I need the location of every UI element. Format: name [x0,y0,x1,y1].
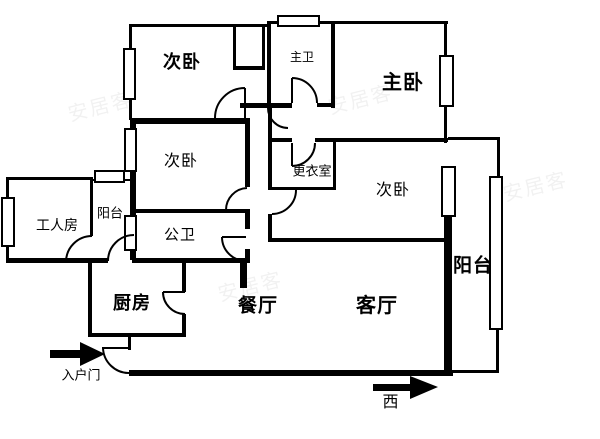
window-marker [1,197,15,247]
door-arc [271,189,297,215]
window-marker [277,15,320,27]
entrance-label: 入户门 [61,367,101,383]
wall-segment [245,249,250,262]
window-marker [489,176,503,330]
wall-segment [130,118,250,124]
room-label-dressing-room: 更衣室 [292,163,332,179]
window-marker [123,48,136,100]
wall-segment [268,238,448,242]
room-label-dining-room: 餐厅 [237,295,279,317]
room-label-bedroom-top: 次卧 [163,52,201,72]
wall-segment [8,177,92,180]
door-arc [102,347,130,374]
door-arc [291,142,316,167]
door-arc [267,107,289,129]
wall-segment [130,118,136,260]
room-label-master-bathroom: 主卫 [289,50,315,64]
wall-segment [130,209,250,213]
door-arc [107,234,135,262]
room-label-public-bathroom: 公卫 [163,226,197,244]
wall-segment [90,177,93,236]
wall-segment [268,21,448,24]
wall-segment [315,138,448,142]
wall-segment [233,66,265,70]
room-label-balcony-left: 阳台 [96,205,124,221]
west-arrow-icon [373,376,438,399]
wall-segment [245,118,250,187]
wall-segment [267,21,271,108]
room-label-balcony-right: 阳台 [452,255,494,277]
window-marker [124,128,137,172]
window-marker [124,215,137,251]
wall-segment [317,103,335,107]
wall-segment [245,210,250,229]
wall-segment [272,187,336,190]
room-label-living-room: 客厅 [356,295,398,317]
wall-segment [268,107,272,190]
wall-segment [90,333,186,337]
door-arc [224,187,248,211]
wall-segment [497,137,500,182]
compass-west-label: 西 [382,394,400,411]
entrance-arrow-icon [50,342,105,366]
wall-segment [182,261,186,292]
room-label-bedroom-middle: 次卧 [163,153,199,170]
wall-segment [268,138,292,142]
door-arc [291,77,318,104]
wall-segment [88,261,92,337]
door-arc [221,236,247,262]
wall-segment [128,336,131,350]
window-marker [439,55,454,107]
wall-segment [182,314,186,337]
wall-segment [130,24,270,27]
wall-segment [452,370,498,373]
wall-segment [240,103,292,108]
wall-segment [129,370,453,376]
wall-segment [132,258,250,263]
window-marker [94,170,125,183]
room-label-worker-room: 工人房 [36,217,78,233]
wall-segment [331,21,335,108]
wall-segment [444,216,452,375]
room-label-bedroom-right: 次卧 [375,182,411,199]
wall-segment [6,258,108,263]
wall-segment [333,138,336,190]
wall-segment [233,27,236,70]
door-arc [162,291,186,315]
window-marker [441,166,456,217]
wall-segment [268,214,272,242]
room-label-kitchen: 厨房 [113,293,151,313]
door-arc [65,235,93,263]
door-arc [214,87,246,119]
wall-segment [496,328,499,373]
wall-segment [262,27,265,70]
wall-segment [448,137,500,140]
wall-segment [240,262,247,288]
room-label-master-bedroom: 主卧 [382,72,424,94]
